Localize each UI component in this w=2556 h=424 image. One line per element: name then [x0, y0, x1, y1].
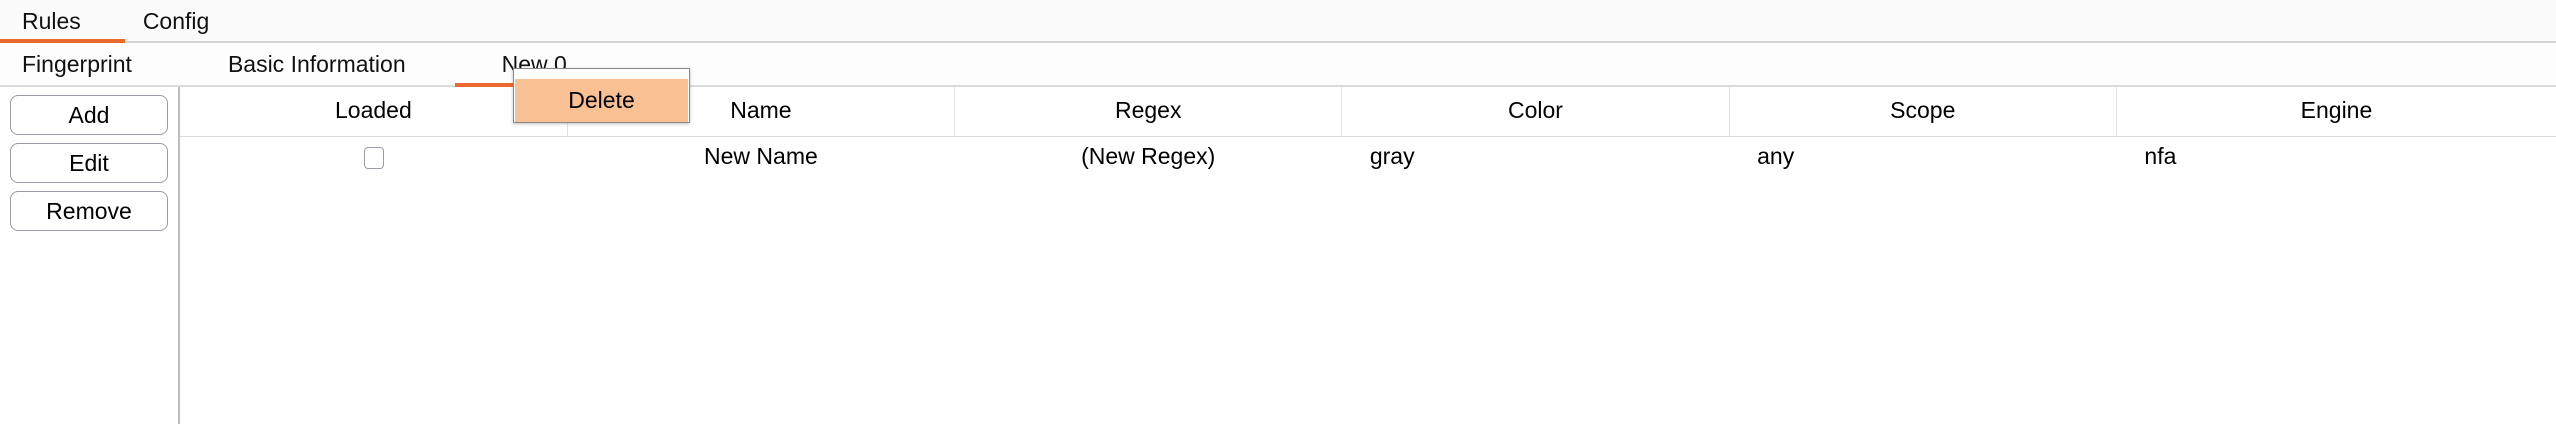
tab-rules[interactable]: Rules — [22, 8, 81, 34]
active-primary-tab-indicator — [0, 39, 125, 43]
edit-button[interactable]: Edit — [10, 143, 168, 183]
cell-regex: (New Regex) — [954, 136, 1342, 178]
context-menu: Delete — [513, 68, 690, 123]
column-header-loaded[interactable]: Loaded — [180, 87, 568, 137]
primary-tab-bar: Rules Config — [0, 0, 2556, 43]
table-body: New Name (New Regex) gray any nfa — [180, 136, 2556, 178]
column-header-color[interactable]: Color — [1341, 87, 1730, 137]
cell-color: gray — [1341, 136, 1730, 178]
cell-scope: any — [1729, 136, 2117, 178]
table-row[interactable]: New Name (New Regex) gray any nfa — [180, 136, 2556, 178]
column-header-regex[interactable]: Regex — [954, 87, 1343, 137]
main-content: Add Edit Remove Loaded Name Regex Color … — [0, 87, 2556, 424]
cell-name: New Name — [567, 136, 955, 178]
context-menu-item-delete[interactable]: Delete — [515, 79, 688, 122]
rules-table-panel: Loaded Name Regex Color Scope Engine New… — [180, 87, 2556, 424]
tab-config[interactable]: Config — [142, 8, 210, 34]
secondary-tab-bar: Fingerprint Basic Information New 0 — [0, 43, 2556, 87]
column-header-scope[interactable]: Scope — [1729, 87, 2117, 137]
remove-button[interactable]: Remove — [10, 191, 168, 231]
cell-engine: nfa — [2116, 136, 2556, 178]
tab-fingerprint[interactable]: Fingerprint — [22, 51, 132, 77]
column-header-engine[interactable]: Engine — [2116, 87, 2556, 137]
loaded-checkbox[interactable] — [363, 146, 384, 169]
cell-loaded — [180, 136, 568, 178]
action-button-column: Add Edit Remove — [0, 87, 180, 424]
add-button[interactable]: Add — [10, 95, 168, 135]
tab-basic-information[interactable]: Basic Information — [227, 51, 406, 77]
